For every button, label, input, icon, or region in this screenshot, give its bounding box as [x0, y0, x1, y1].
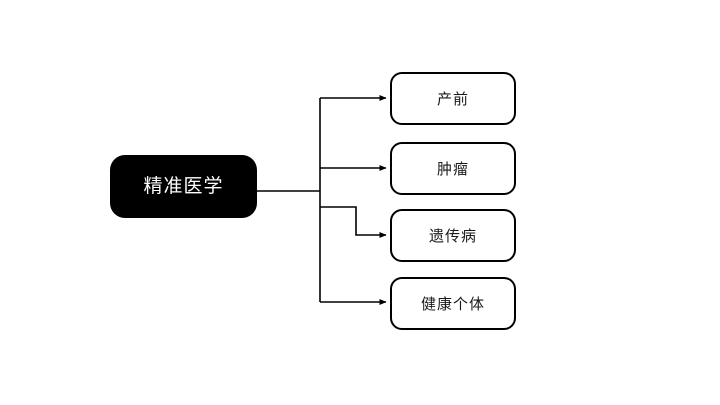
node-child-label: 健康个体 [420, 294, 485, 313]
node-root[interactable]: 精准医学 [110, 155, 257, 218]
node-child-label: 遗传病 [428, 226, 477, 245]
connector-branch-3 [320, 206, 387, 238]
node-child-label: 产前 [436, 89, 469, 108]
node-child-genetic-disease[interactable]: 遗传病 [390, 209, 516, 262]
node-child-tumor[interactable]: 肿瘤 [390, 142, 516, 195]
node-child-label: 肿瘤 [436, 159, 469, 178]
node-root-label: 精准医学 [143, 175, 224, 198]
node-child-prenatal[interactable]: 产前 [390, 72, 516, 125]
node-child-healthy-individual[interactable]: 健康个体 [390, 277, 516, 330]
